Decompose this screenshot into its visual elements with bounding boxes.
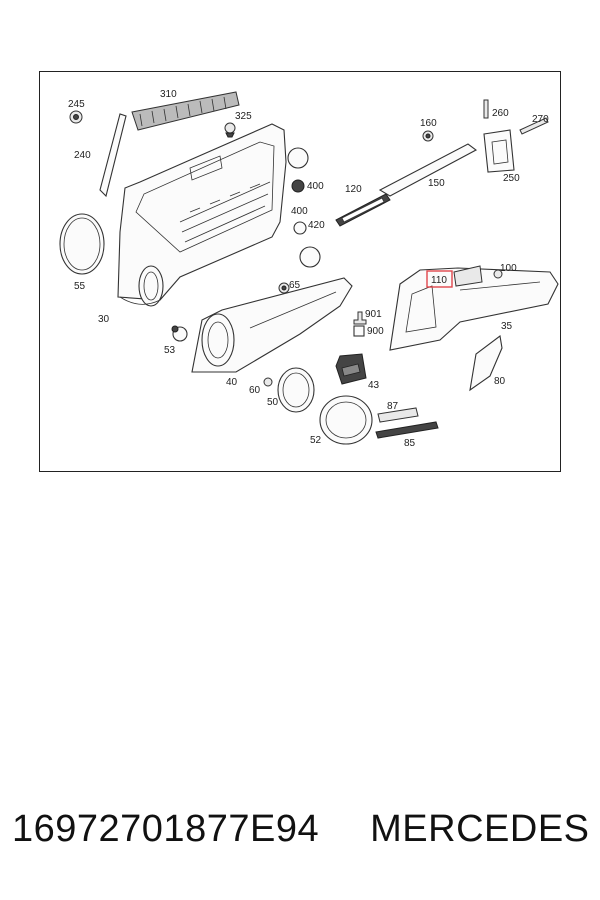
screw-part-100 — [493, 269, 503, 279]
lower-panel-part-40 — [191, 277, 353, 373]
highlight-box — [426, 270, 453, 288]
label-43: 43 — [368, 380, 380, 391]
armrest-panel-part-35 — [389, 267, 559, 351]
part-caption: 16972701877E94 MERCEDES — [12, 808, 592, 851]
label-240: 240 — [74, 150, 91, 161]
label-65: 65 — [289, 280, 301, 291]
bracket-part-250 — [483, 129, 515, 173]
label-420: 420 — [308, 220, 325, 231]
label-325: 325 — [235, 111, 252, 122]
label-60: 60 — [249, 385, 261, 396]
label-30: 30 — [98, 314, 110, 325]
label-400a: 400 — [307, 181, 324, 192]
door-handle-part-120 — [335, 193, 391, 227]
door-panel-part-30 — [117, 123, 287, 307]
clip-part-160 — [422, 130, 434, 142]
label-52: 52 — [310, 435, 322, 446]
parts-diagram-frame: 245 310 325 240 160 260 270 250 400 120 … — [39, 71, 561, 472]
small-part-901 — [353, 311, 367, 325]
highlighted-label-110: 110 — [426, 270, 453, 288]
switch-cover-part-110 — [453, 265, 483, 287]
label-901: 901 — [365, 309, 382, 320]
label-310: 310 — [160, 89, 177, 100]
label-250: 250 — [503, 173, 520, 184]
label-260: 260 — [492, 108, 509, 119]
small-part-900 — [353, 325, 365, 337]
trim-strip-part-150 — [378, 143, 478, 197]
label-900: 900 — [367, 326, 384, 337]
label-160: 160 — [420, 118, 437, 129]
label-400b: 400 — [291, 206, 308, 217]
switch-module-part-43 — [335, 353, 367, 385]
pin-part-260 — [483, 99, 489, 119]
label-53: 53 — [164, 345, 176, 356]
clip-part-245 — [69, 110, 83, 124]
speaker-ring-part-52 — [319, 395, 373, 445]
badge-part-87 — [377, 407, 419, 423]
emblem-part-85 — [375, 421, 439, 439]
parts-diagram: 245 310 325 240 160 260 270 250 400 120 … — [59, 89, 559, 449]
screw-part-270 — [519, 117, 549, 135]
label-110: 110 — [431, 275, 447, 286]
label-40: 40 — [226, 377, 238, 388]
label-55: 55 — [74, 281, 86, 292]
label-50: 50 — [267, 397, 279, 408]
label-100: 100 — [500, 263, 517, 274]
round-clip-part-400b — [293, 221, 321, 268]
label-85: 85 — [404, 438, 416, 449]
trim-part-240 — [99, 113, 127, 198]
label-80: 80 — [494, 376, 506, 387]
clip-part-53 — [171, 325, 188, 342]
grille-strip-part — [131, 91, 240, 131]
screw-part-325 — [224, 122, 236, 138]
speaker-ring-part-50 — [277, 367, 315, 413]
label-120: 120 — [345, 184, 362, 195]
label-87: 87 — [387, 401, 399, 412]
clip-part-65 — [278, 282, 290, 294]
speaker-cover-part-55 — [59, 213, 105, 275]
label-35: 35 — [501, 321, 513, 332]
label-245: 245 — [68, 99, 85, 110]
label-150: 150 — [428, 178, 445, 189]
label-270: 270 — [532, 114, 549, 125]
round-clip-part-400a — [287, 147, 309, 193]
label-group: 245 310 325 240 160 260 270 250 400 120 … — [68, 89, 549, 449]
cover-part-80 — [469, 335, 503, 392]
part-number: 16972701877E94 — [12, 808, 320, 850]
brand-name: MERCEDES — [370, 808, 590, 850]
clip-part-60 — [263, 377, 273, 387]
